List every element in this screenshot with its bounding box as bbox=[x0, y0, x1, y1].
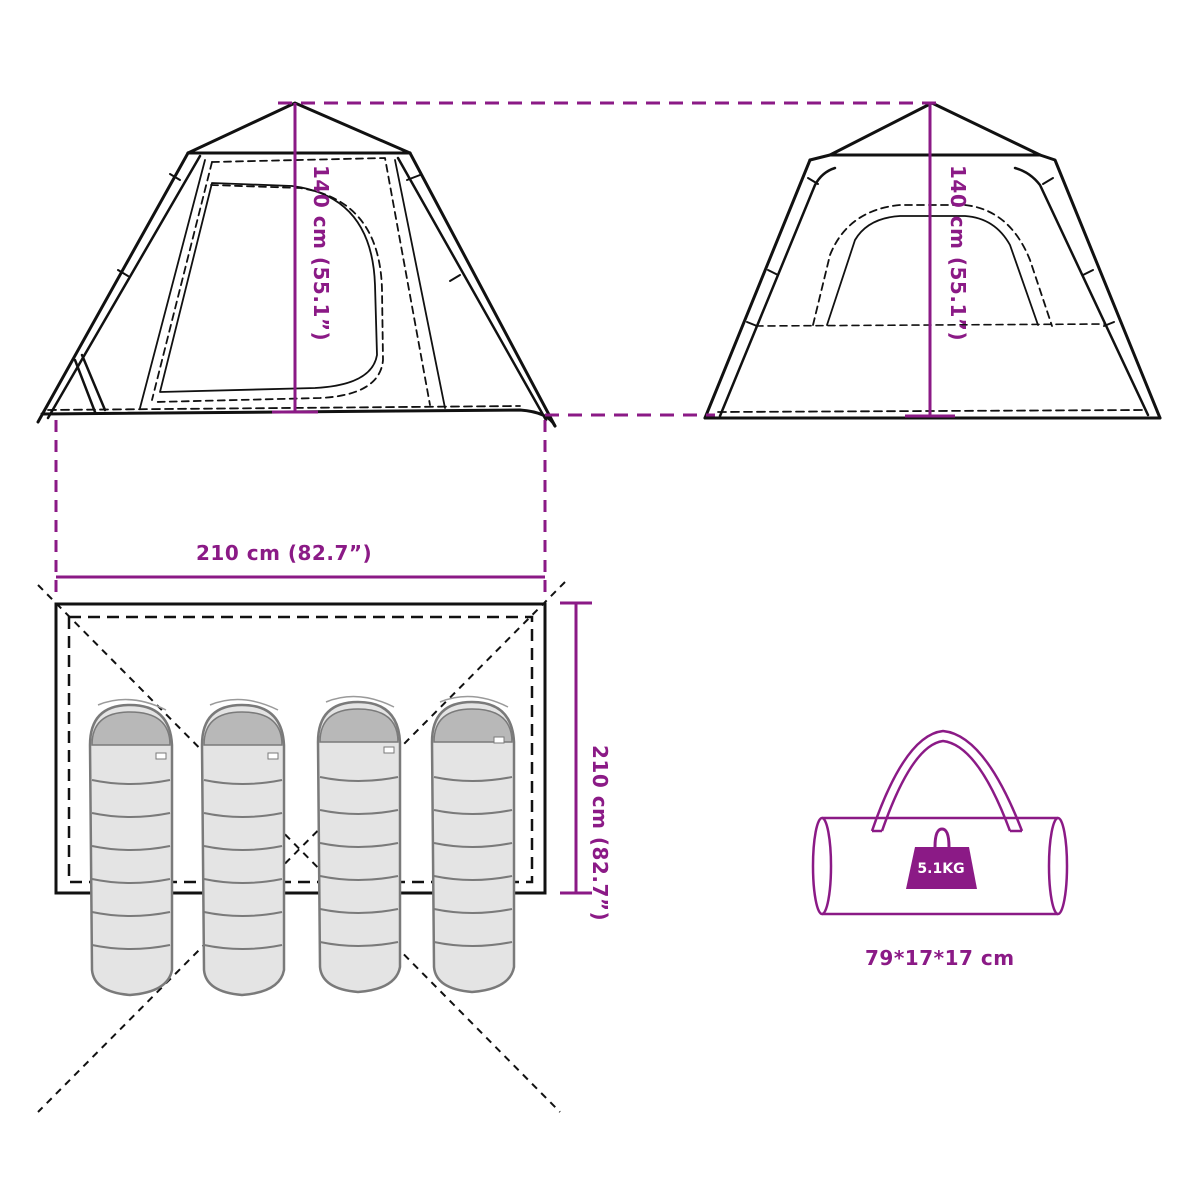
side-view-tent bbox=[36, 101, 557, 428]
weight-icon bbox=[906, 827, 977, 889]
side-view-height-label: 140 cm (55.1”) bbox=[309, 165, 333, 342]
sleeping-bag bbox=[88, 698, 174, 997]
floor-depth-label: 210 cm (82.7”) bbox=[588, 745, 612, 922]
carry-bag-icon bbox=[811, 729, 1069, 916]
sleeping-bag bbox=[200, 698, 286, 997]
weight-label: 5.1KG bbox=[917, 861, 965, 877]
dimension-lines bbox=[54, 101, 955, 895]
bag-size-label: 79*17*17 cm bbox=[865, 946, 1015, 970]
sleeping-bags bbox=[88, 695, 516, 997]
floor-plan bbox=[37, 581, 566, 1113]
sleeping-bag bbox=[316, 695, 402, 994]
front-view-height-label: 140 cm (55.1”) bbox=[946, 165, 970, 342]
front-view-tent bbox=[703, 101, 1162, 420]
floor-width-label: 210 cm (82.7”) bbox=[196, 541, 373, 565]
sleeping-bag bbox=[430, 695, 516, 994]
